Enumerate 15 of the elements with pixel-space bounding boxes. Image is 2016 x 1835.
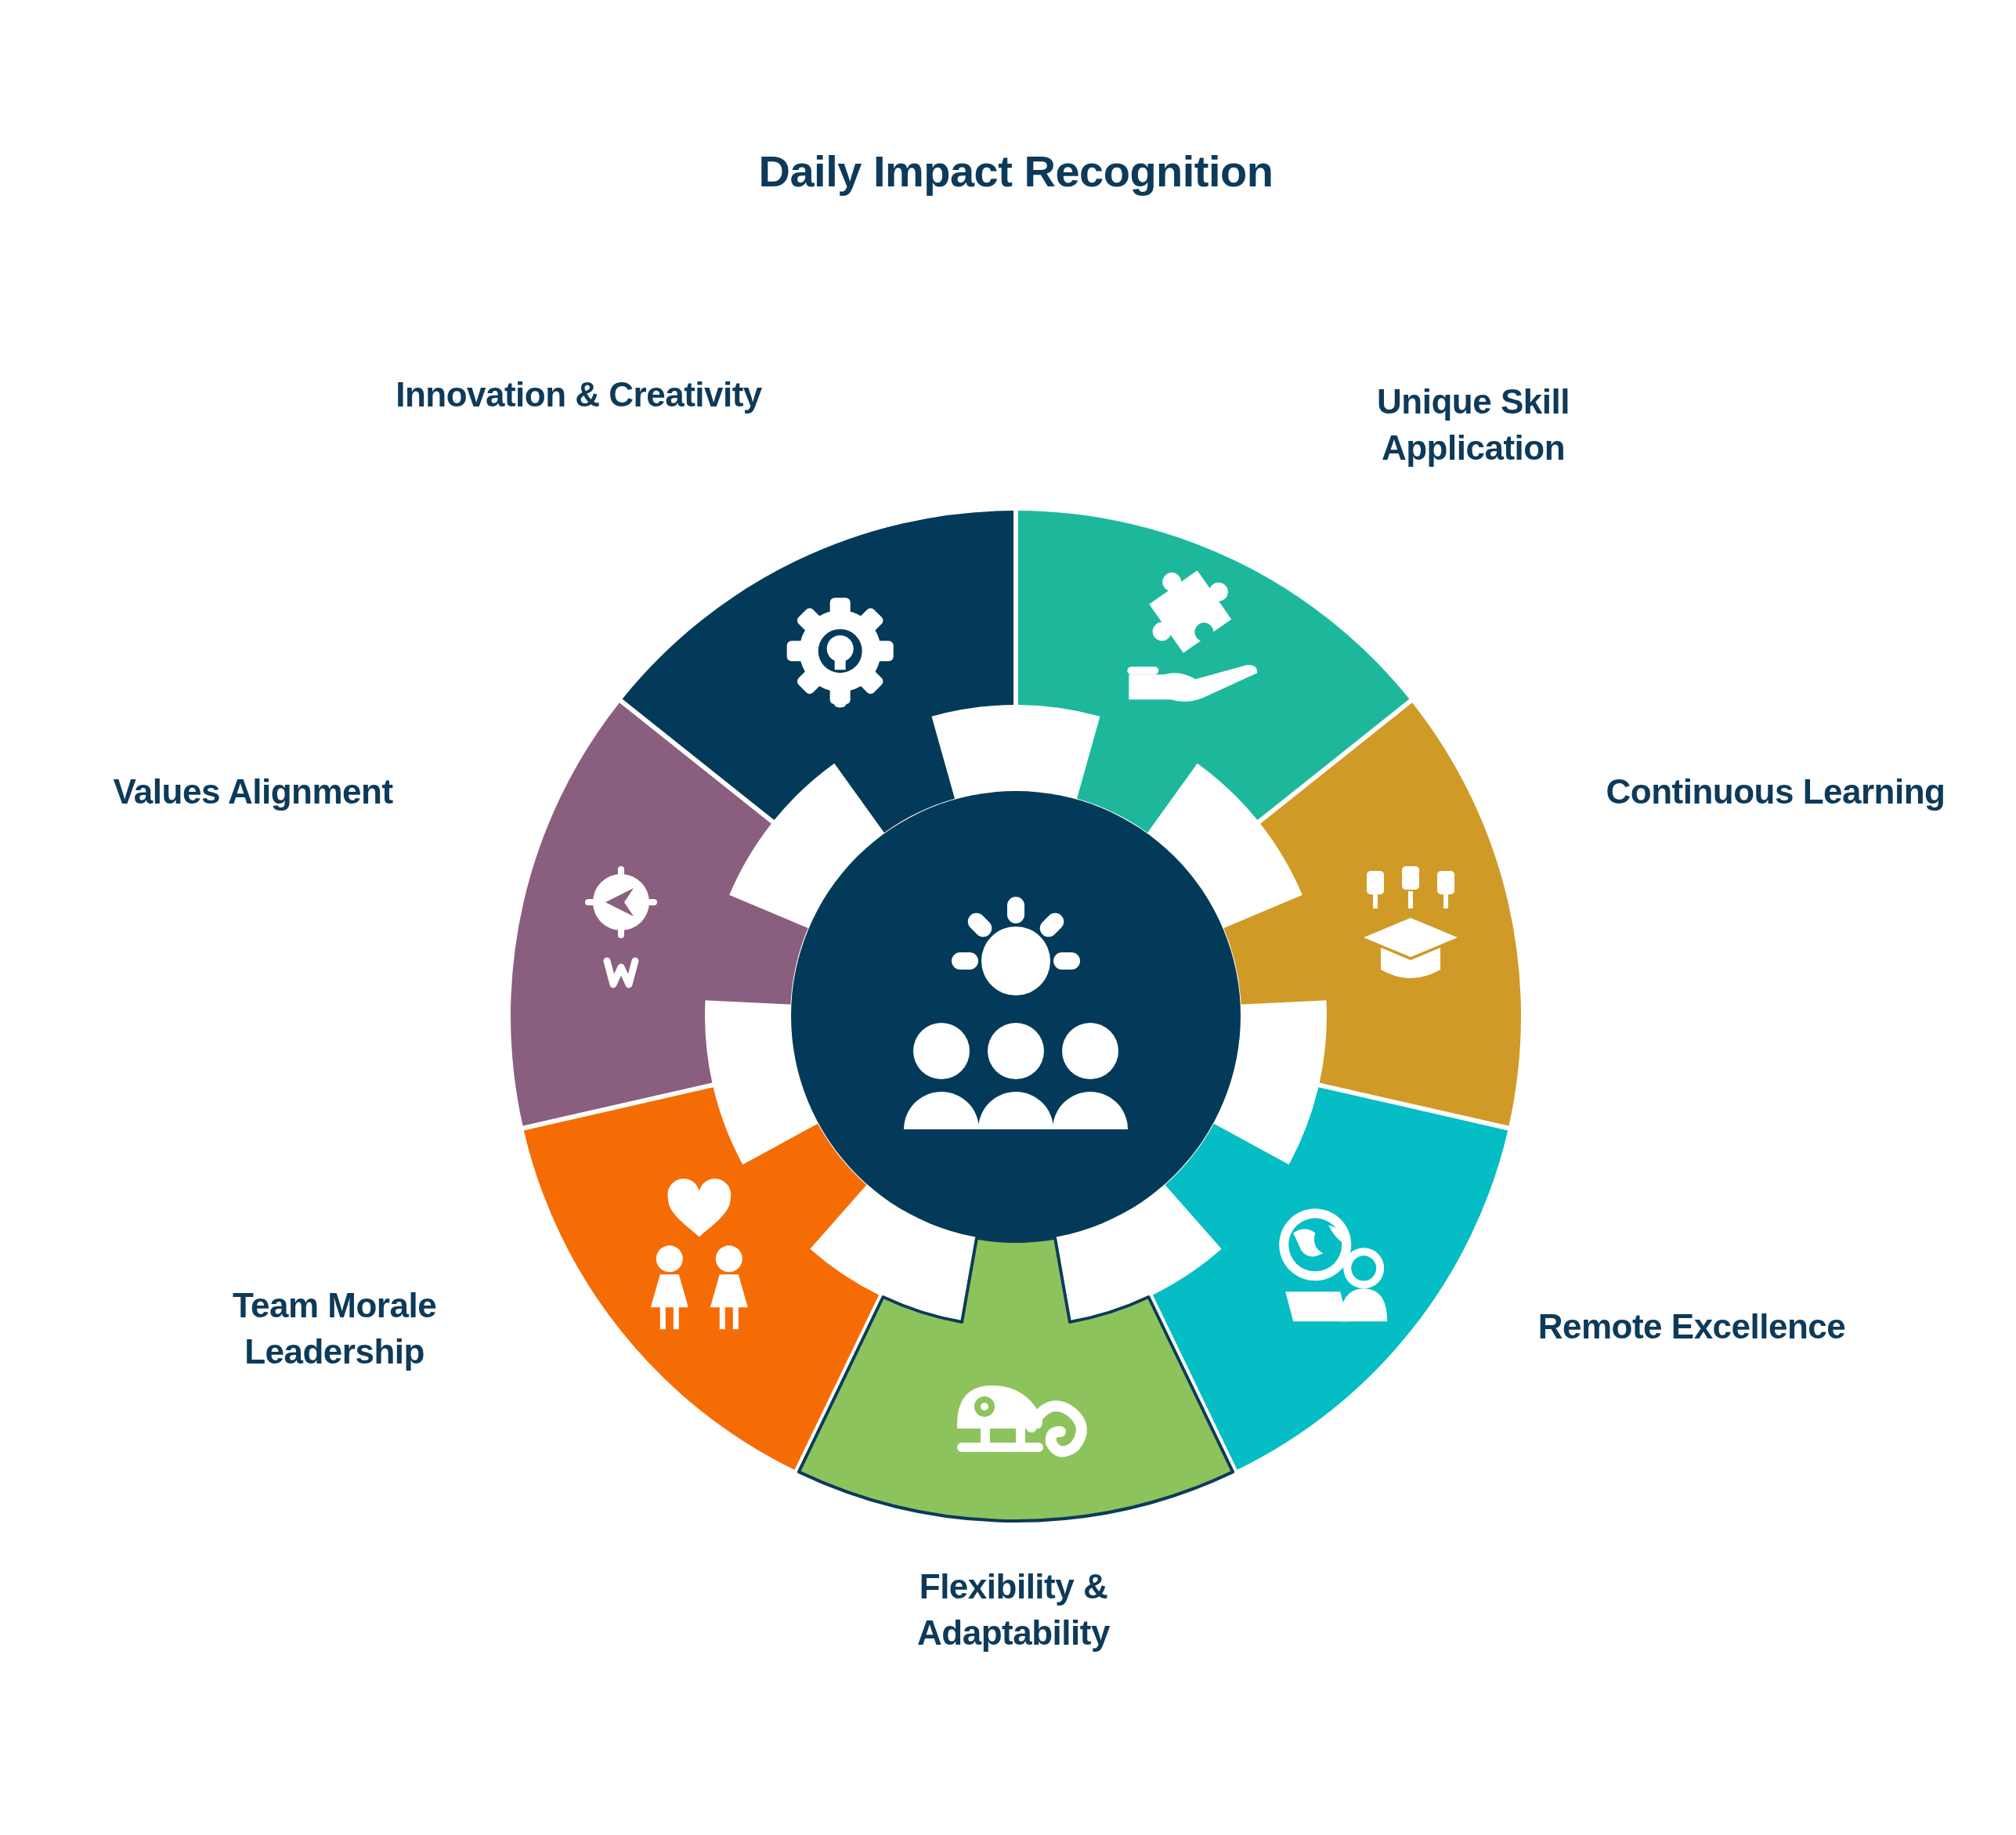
ring-segment [1223, 703, 1521, 1126]
ring-segment [622, 511, 1013, 833]
ring-segment [523, 1087, 880, 1470]
segment-label: Team Morale Leadership [231, 1284, 438, 1372]
segment-label: Remote Excellence [1537, 1306, 1847, 1348]
segment-label: Unique Skill Application [1376, 381, 1570, 468]
ring-segment [797, 1236, 1235, 1522]
diagram-title: Daily Impact Recognition [758, 145, 1274, 197]
segment-label: Flexibility & Adaptability [916, 1566, 1111, 1653]
segment-label: Continuous Learning [1605, 771, 1946, 813]
ring-segment [1152, 1087, 1508, 1470]
ring-segment [1018, 511, 1410, 833]
ring-segment [511, 703, 808, 1126]
segment-label: Values Alignment [112, 771, 394, 813]
segment-label: Innovation & Creativity [395, 374, 763, 416]
